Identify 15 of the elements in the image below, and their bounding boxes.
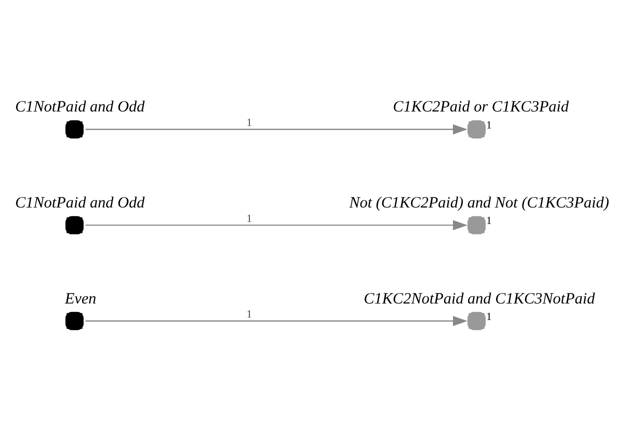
edge-label: 1 [246, 308, 252, 321]
arrow [85, 124, 468, 134]
node-label: C1NotPaid and Odd [15, 194, 145, 212]
node-label: Even [64, 290, 96, 308]
arrow [85, 316, 468, 326]
arrow [85, 220, 468, 230]
edge-label: 1 [246, 116, 252, 129]
node-label: 1 [486, 215, 492, 228]
edge-label: 1 [246, 212, 252, 225]
node-label: C1KC2NotPaid and C1KC3NotPaid [364, 290, 595, 308]
node-label: 1 [486, 119, 492, 132]
node-label: Not (C1KC2Paid) and Not (C1KC3Paid) [349, 194, 610, 212]
node-label: 1 [486, 311, 492, 324]
node-label: C1NotPaid and Odd [15, 98, 145, 116]
node-label: C1KC2Paid or C1KC3Paid [392, 98, 569, 116]
